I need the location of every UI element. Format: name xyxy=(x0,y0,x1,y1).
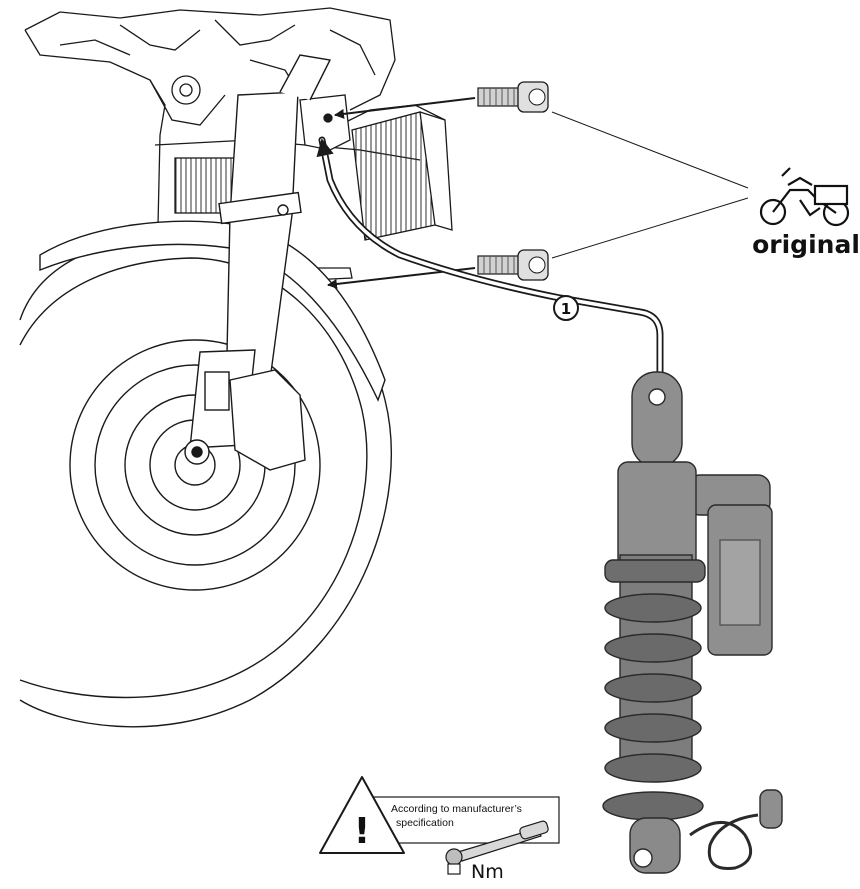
arrow-upper-bolt xyxy=(334,97,476,119)
warning-text-line2: specification xyxy=(396,817,454,829)
original-label: original xyxy=(752,230,860,259)
shock-absorber xyxy=(602,371,783,874)
warning-triangle-icon xyxy=(319,776,405,854)
warning-exclamation: ! xyxy=(354,811,370,852)
warning-note: ! According to manufacturer’s specificat… xyxy=(319,776,560,883)
leader-line-upper xyxy=(551,111,749,189)
step-number-label: 1 xyxy=(561,300,571,318)
step-number-callout: 1 xyxy=(553,295,579,321)
radiator-right xyxy=(351,111,453,241)
bolt-lower xyxy=(477,249,549,281)
front-fork xyxy=(184,54,332,471)
motorcycle-with-box-icon xyxy=(759,167,850,227)
bolt-upper xyxy=(477,81,549,113)
leader-line-lower xyxy=(551,197,749,259)
torque-unit-label: Nm xyxy=(471,861,504,883)
front-fender xyxy=(39,220,386,402)
shock-spring xyxy=(602,593,704,821)
warning-text-line1: According to manufacturer’s xyxy=(391,803,522,815)
torque-wrench-icon xyxy=(445,820,549,875)
